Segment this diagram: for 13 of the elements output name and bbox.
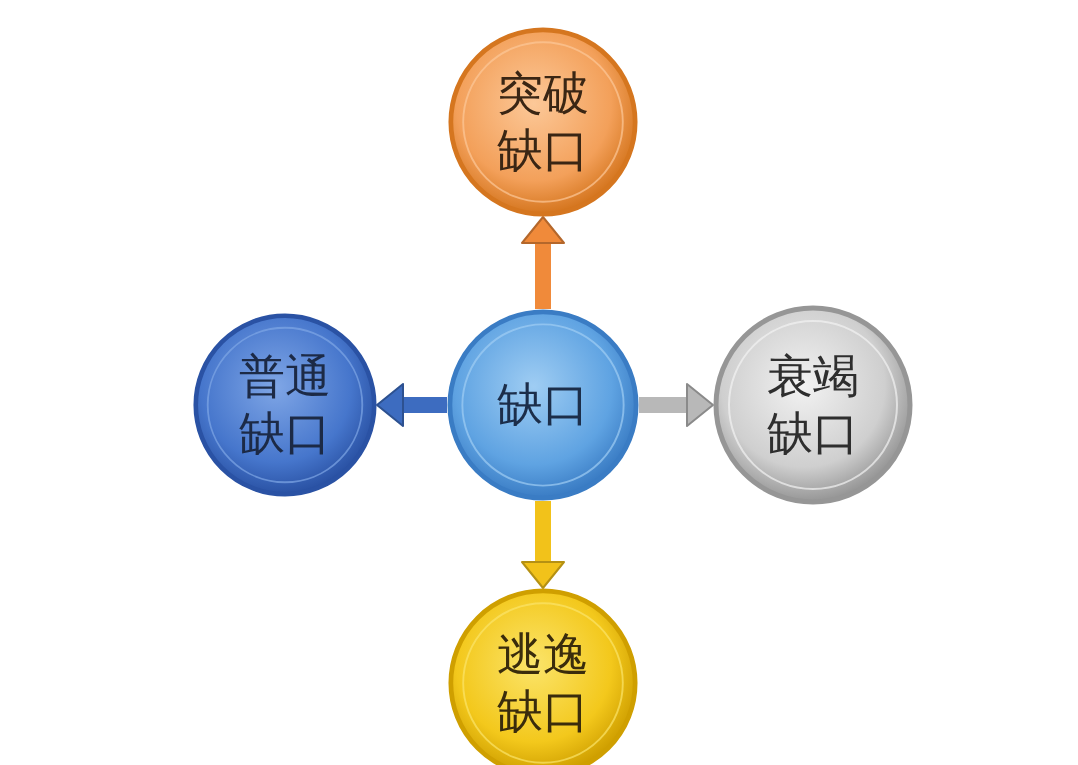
node-label: 逃逸缺口 — [496, 625, 590, 740]
circle-node — [447, 309, 639, 501]
node-label: 突破缺口 — [496, 64, 590, 179]
node-label: 衰竭缺口 — [766, 347, 860, 462]
arrow — [521, 216, 565, 309]
arrow — [376, 383, 447, 427]
node-label: 普通缺口 — [238, 347, 332, 462]
arrow — [521, 501, 565, 589]
circle-node — [713, 305, 913, 505]
circle-node — [448, 27, 638, 217]
arrow — [639, 383, 714, 427]
node-label: 缺口 — [496, 376, 590, 434]
circle-node — [193, 313, 377, 497]
